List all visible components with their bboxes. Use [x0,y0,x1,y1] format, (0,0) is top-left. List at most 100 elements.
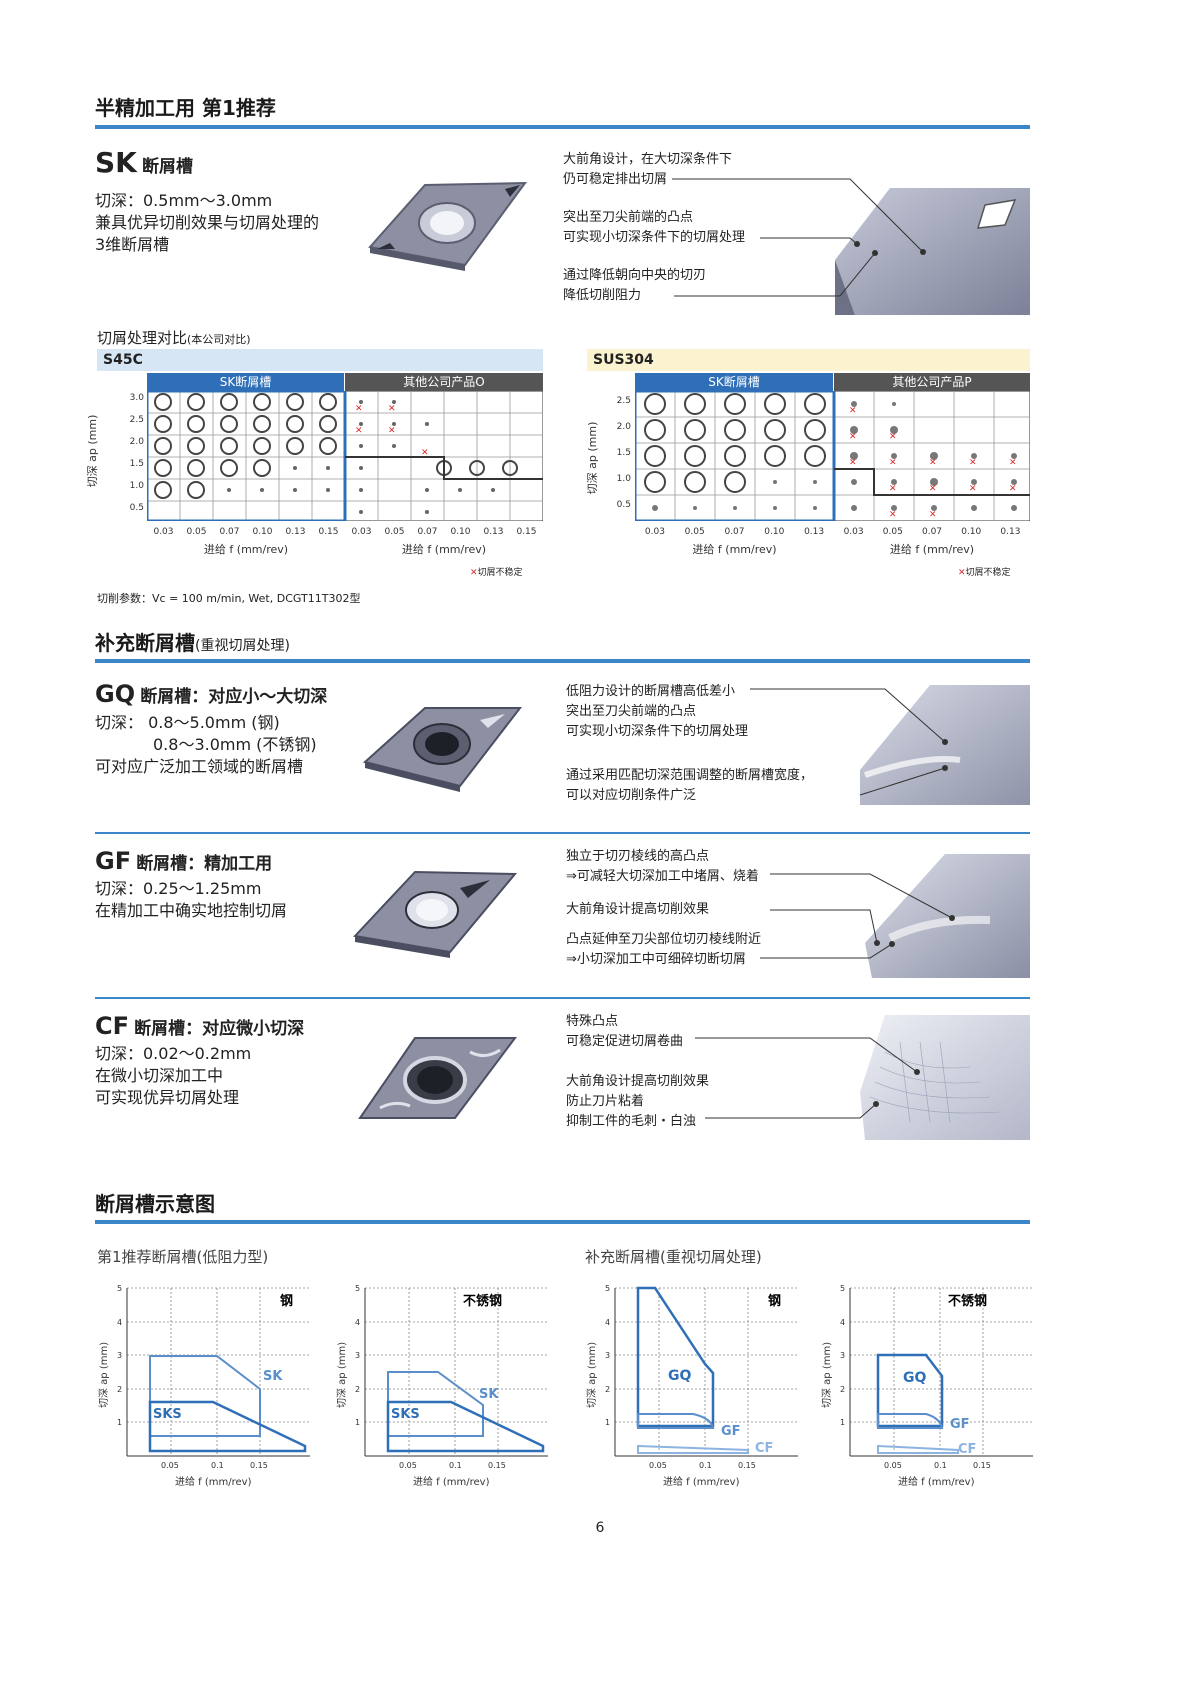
sus-yaxis-label: 切深 ap (mm) [586,421,599,495]
tick: 1 [355,1418,360,1427]
gq-description: 切深： 0.8～5.0mm (钢) 0.8～3.0mm (不锈钢) 可对应广泛加… [95,713,317,776]
sus-xaxis-label-sk: 进给 f (mm/rev) [692,543,777,556]
tick: 3 [605,1351,610,1360]
s45c-yticks: 3.0 2.5 2.0 1.5 1.0 0.5 [129,393,144,513]
sk-line: 3维断屑槽 [95,235,170,254]
tick: 0.1 [211,1461,224,1470]
s45c-sk-header: SK断屑槽 [147,373,344,391]
tick: 0.15 [738,1461,756,1470]
label-cf: CF [755,1441,773,1456]
section-divider-2 [95,659,1030,663]
tick: 0.1 [449,1461,462,1470]
section-divider-3 [95,1220,1030,1224]
svg-text:✕: ✕ [929,484,937,494]
tick: 0.1 [699,1461,712,1470]
gq-closeup-image [750,685,1030,805]
yaxis-label: 切深 ap (mm) [586,1342,598,1408]
svg-text:✕: ✕ [969,484,977,494]
tick: 0.15 [488,1461,506,1470]
gq-name: 断屑槽：对应小～大切深 [140,687,328,707]
yaxis-label: 切深 ap (mm) [336,1342,348,1408]
yaxis-label: 切深 ap (mm) [821,1342,833,1408]
s45c-xaxis-label-other: 进给 f (mm/rev) [401,543,487,556]
sk-line: 兼具优异切削效果与切屑处理的 [95,213,320,232]
sk-code: SK [95,146,137,179]
tick: 4 [355,1318,360,1327]
s45c-legend: ✕切屑不稳定 [470,568,523,578]
gq-insert-image [362,707,523,792]
tick: 5 [605,1284,610,1293]
svg-text:✕: ✕ [849,406,857,416]
sus-other-header: 其他公司产品P [834,373,1030,391]
s45c-other-header: 其他公司产品O [345,373,543,391]
tick: 5 [117,1284,122,1293]
tick: 3 [840,1351,845,1360]
svg-text:✕: ✕ [889,510,897,520]
comparison-title: 切屑处理对比(本公司对比) [97,329,251,347]
tick: 0.05 [884,1461,902,1470]
sk-callout-2: 突出至刀尖前端的凸点 可实现小切深条件下的切屑处理 [563,210,746,245]
svg-text:✕: ✕ [849,458,857,468]
sus-xaxis-label-other: 进给 f (mm/rev) [889,543,975,556]
gq-code: GQ [95,680,136,708]
sk-callout-3: 通过降低朝向中央的切刃 降低切削阻力 [563,268,707,303]
cf-closeup-image [695,1015,1030,1140]
label-sks: SKS [153,1407,182,1422]
svg-text:✕: ✕ [889,458,897,468]
svg-text:✕: ✕ [849,432,857,442]
gf-callout-3: 凸点延伸至刀尖部位切刃棱线附近 ⇒小切深加工中可细碎切断切屑 [566,932,762,967]
sk-heading: SK 断屑槽 [95,146,193,179]
label-sks: SKS [391,1407,420,1422]
material-label: 钢 [280,1293,293,1309]
sus304-label: SUS304 [593,352,654,368]
sus-legend: ✕切屑不稳定 [958,568,1011,578]
svg-text:✕: ✕ [388,404,396,414]
tick: 2 [605,1385,610,1394]
sus-chip-grid: ✕✕✕✕✕✕✕✕✕✕✕✕✕✕ [635,391,1030,521]
section-title-2: 补充断屑槽(重视切屑处理) [95,631,290,655]
tick: 0.15 [250,1461,268,1470]
label-sk: SK [263,1369,283,1384]
gf-closeup-image [760,854,1030,978]
label-gq: GQ [903,1370,926,1386]
tick: 2 [355,1385,360,1394]
gq-callout-2: 通过采用匹配切深范围调整的断屑槽宽度， 可以对应切削条件广泛 [566,768,814,803]
label-gf: GF [721,1424,741,1439]
section-title-3: 断屑槽示意图 [95,1192,215,1216]
tick: 1 [117,1418,122,1427]
svg-text:✕: ✕ [1009,484,1017,494]
label-gf: GF [950,1417,970,1432]
material-label: 钢 [768,1293,781,1309]
tick: 2 [117,1385,122,1394]
label-gq: GQ [668,1368,691,1384]
tick: 3 [355,1351,360,1360]
sus-sk-header: SK断屑槽 [635,373,833,391]
sus-yticks: 2.5 2.0 1.5 1.0 0.5 [616,396,631,510]
gq-heading: GQ 断屑槽：对应小～大切深 [95,680,327,708]
svg-text:✕: ✕ [355,404,363,414]
diagram-right-title: 补充断屑槽(重视切屑处理) [585,1248,762,1266]
tick: 2 [840,1385,845,1394]
xaxis-label: 进给 f (mm/rev) [663,1475,740,1488]
tick: 4 [840,1318,845,1327]
svg-text:✕: ✕ [1009,458,1017,468]
gf-callout-1: 独立于切刃棱线的高凸点 ⇒可减轻大切深加工中堵屑、烧着 [566,849,759,884]
cf-heading: CF 断屑槽：对应微小切深 [95,1012,304,1040]
section-divider-1 [95,125,1030,129]
svg-text:✕: ✕ [889,484,897,494]
label-sk: SK [479,1387,499,1402]
cf-code: CF [95,1012,130,1040]
tick: 1 [840,1418,845,1427]
svg-text:✕: ✕ [388,426,396,436]
material-label: 不锈钢 [948,1293,987,1309]
tick: 5 [840,1284,845,1293]
cf-callout-2: 大前角设计提高切削效果 防止刀片粘着 抑制工件的毛刺・白浊 [566,1074,710,1129]
sk-line: 切深：0.5mm～3.0mm [95,191,273,210]
material-label: 不锈钢 [463,1293,502,1309]
